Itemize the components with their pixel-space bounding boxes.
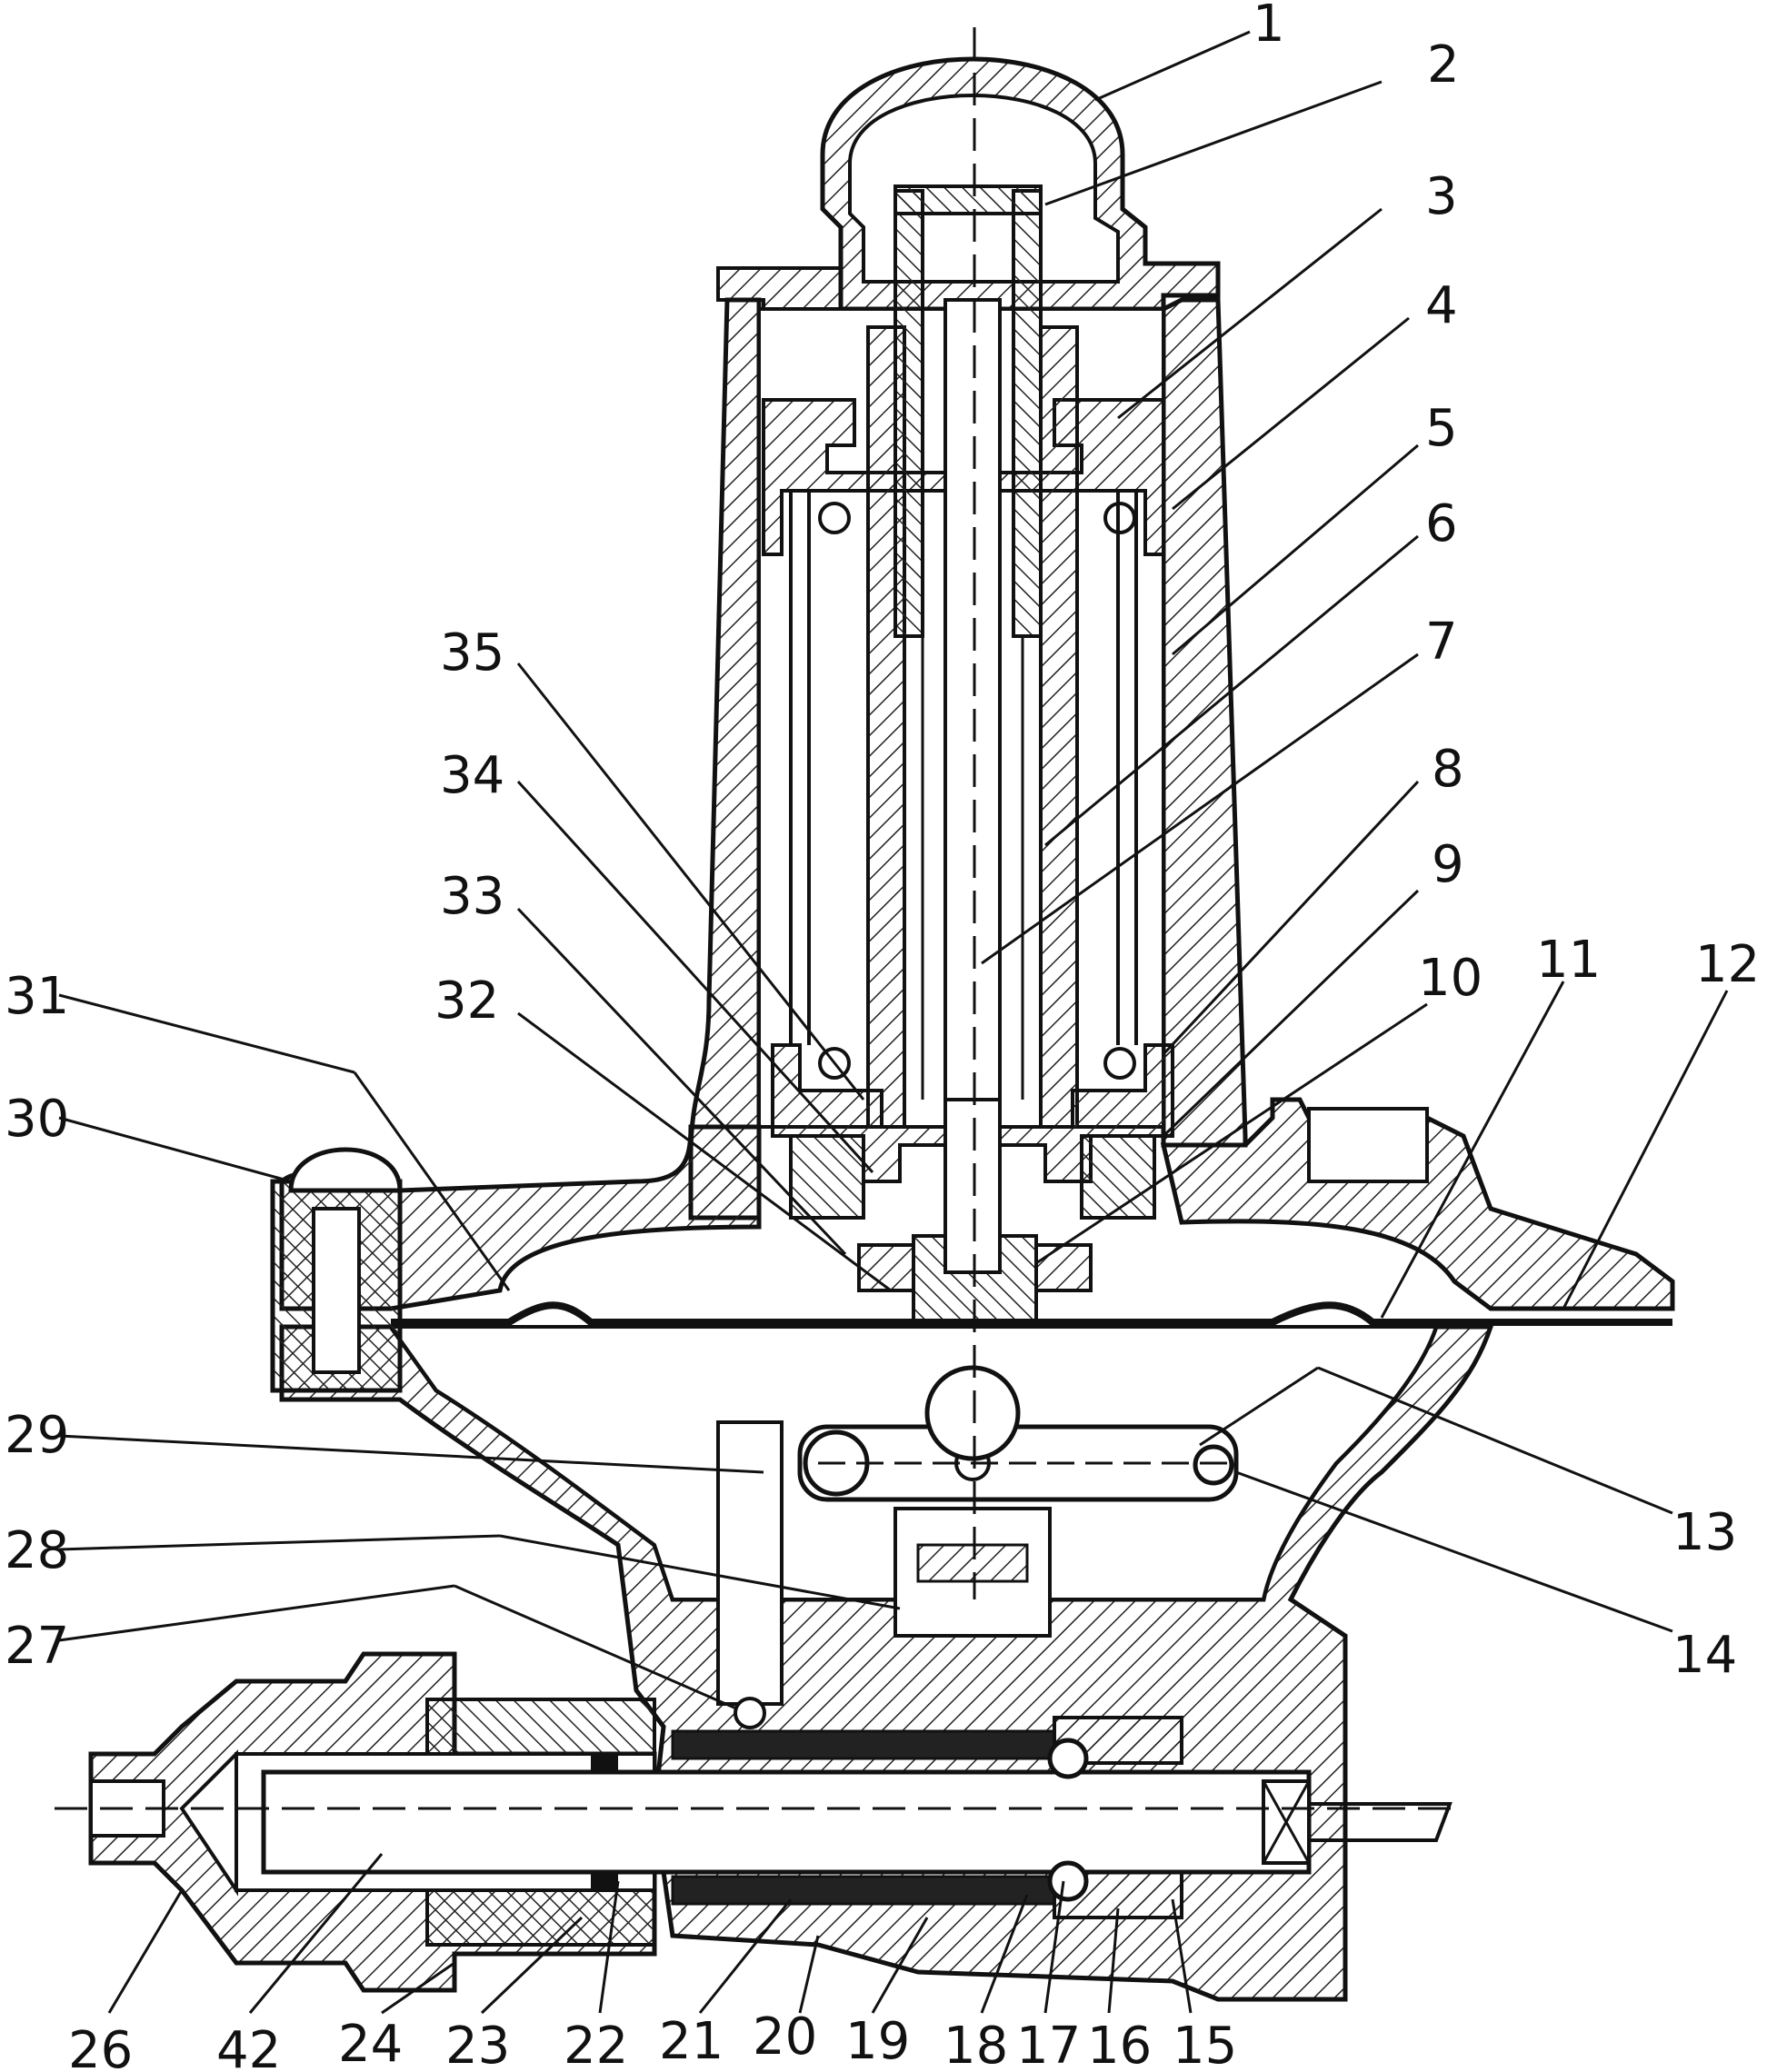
callout-18: 18: [943, 2017, 1008, 2072]
callout-27: 27: [5, 1617, 69, 1676]
callout-3: 3: [1425, 167, 1458, 226]
callout-33: 33: [440, 867, 504, 926]
spindle-sleeve-top: [673, 1731, 1054, 1758]
callout-28: 28: [5, 1521, 69, 1580]
callout-14: 14: [1672, 1626, 1737, 1685]
callout-22: 22: [564, 2017, 628, 2072]
o-ring-top: [591, 1754, 618, 1772]
callout-15: 15: [1173, 2017, 1237, 2072]
callout-19: 19: [845, 2012, 910, 2071]
side-bolt-head: [291, 1150, 400, 1190]
valve-seat-housing-bottom: [427, 1890, 654, 1945]
callout-32: 32: [434, 971, 499, 1031]
callout-13: 13: [1672, 1503, 1737, 1562]
callout-30: 30: [5, 1090, 69, 1149]
bonnet-housing: [691, 300, 759, 1218]
callout-7: 7: [1425, 613, 1458, 672]
lever-pin: [1195, 1447, 1232, 1483]
callout-12: 12: [1695, 935, 1760, 994]
stem-bolt: [945, 1100, 1000, 1272]
stem-guide: [791, 1136, 864, 1218]
callout-29: 29: [5, 1406, 69, 1465]
stem-guide-right: [1082, 1136, 1154, 1218]
spindle-sleeve-bottom: [673, 1877, 1054, 1904]
ball-bottom: [1050, 1863, 1086, 1899]
bonnet-housing-right: [1163, 300, 1245, 1145]
callout-4: 4: [1425, 276, 1458, 335]
adjusting-screw-top: [895, 186, 1041, 214]
side-bolt-shank: [314, 1209, 359, 1372]
callout-42: 42: [216, 2021, 281, 2072]
callout-16: 16: [1087, 2017, 1152, 2072]
callout-10: 10: [1418, 949, 1482, 1008]
upper-diaphragm-plate-left: [859, 1245, 913, 1290]
o-ring-bottom: [591, 1872, 618, 1890]
callout-24: 24: [338, 2015, 403, 2072]
pin-27: [735, 1698, 764, 1728]
upper-diaphragm-plate-right: [1036, 1245, 1091, 1290]
callout-11: 11: [1536, 931, 1601, 990]
callout-35: 35: [440, 623, 504, 682]
adjusting-screw-left: [895, 191, 923, 636]
guide-sleeve-right: [1041, 327, 1077, 1127]
callout-17: 17: [1016, 2017, 1081, 2072]
callout-5: 5: [1425, 399, 1458, 458]
callout-8: 8: [1432, 740, 1464, 799]
lever-bracket: [718, 1422, 782, 1704]
adjusting-screw-right: [1013, 191, 1041, 636]
stem-link-cap: [918, 1545, 1027, 1581]
callout-26: 26: [68, 2021, 133, 2072]
valve-seat-housing-top: [427, 1699, 654, 1754]
callout-21: 21: [659, 2012, 724, 2071]
vent-boss: [1309, 1109, 1427, 1181]
ball-top: [1050, 1740, 1086, 1777]
callout-1: 1: [1253, 0, 1285, 54]
callout-2: 2: [1427, 35, 1460, 95]
callout-34: 34: [440, 746, 504, 805]
callout-6: 6: [1425, 494, 1458, 553]
callout-20: 20: [753, 2007, 817, 2067]
callout-23: 23: [445, 2017, 510, 2072]
callout-31: 31: [5, 967, 69, 1026]
stem-roller: [927, 1368, 1018, 1459]
callout-9: 9: [1432, 835, 1464, 894]
valve-spindle: [264, 1772, 1309, 1872]
